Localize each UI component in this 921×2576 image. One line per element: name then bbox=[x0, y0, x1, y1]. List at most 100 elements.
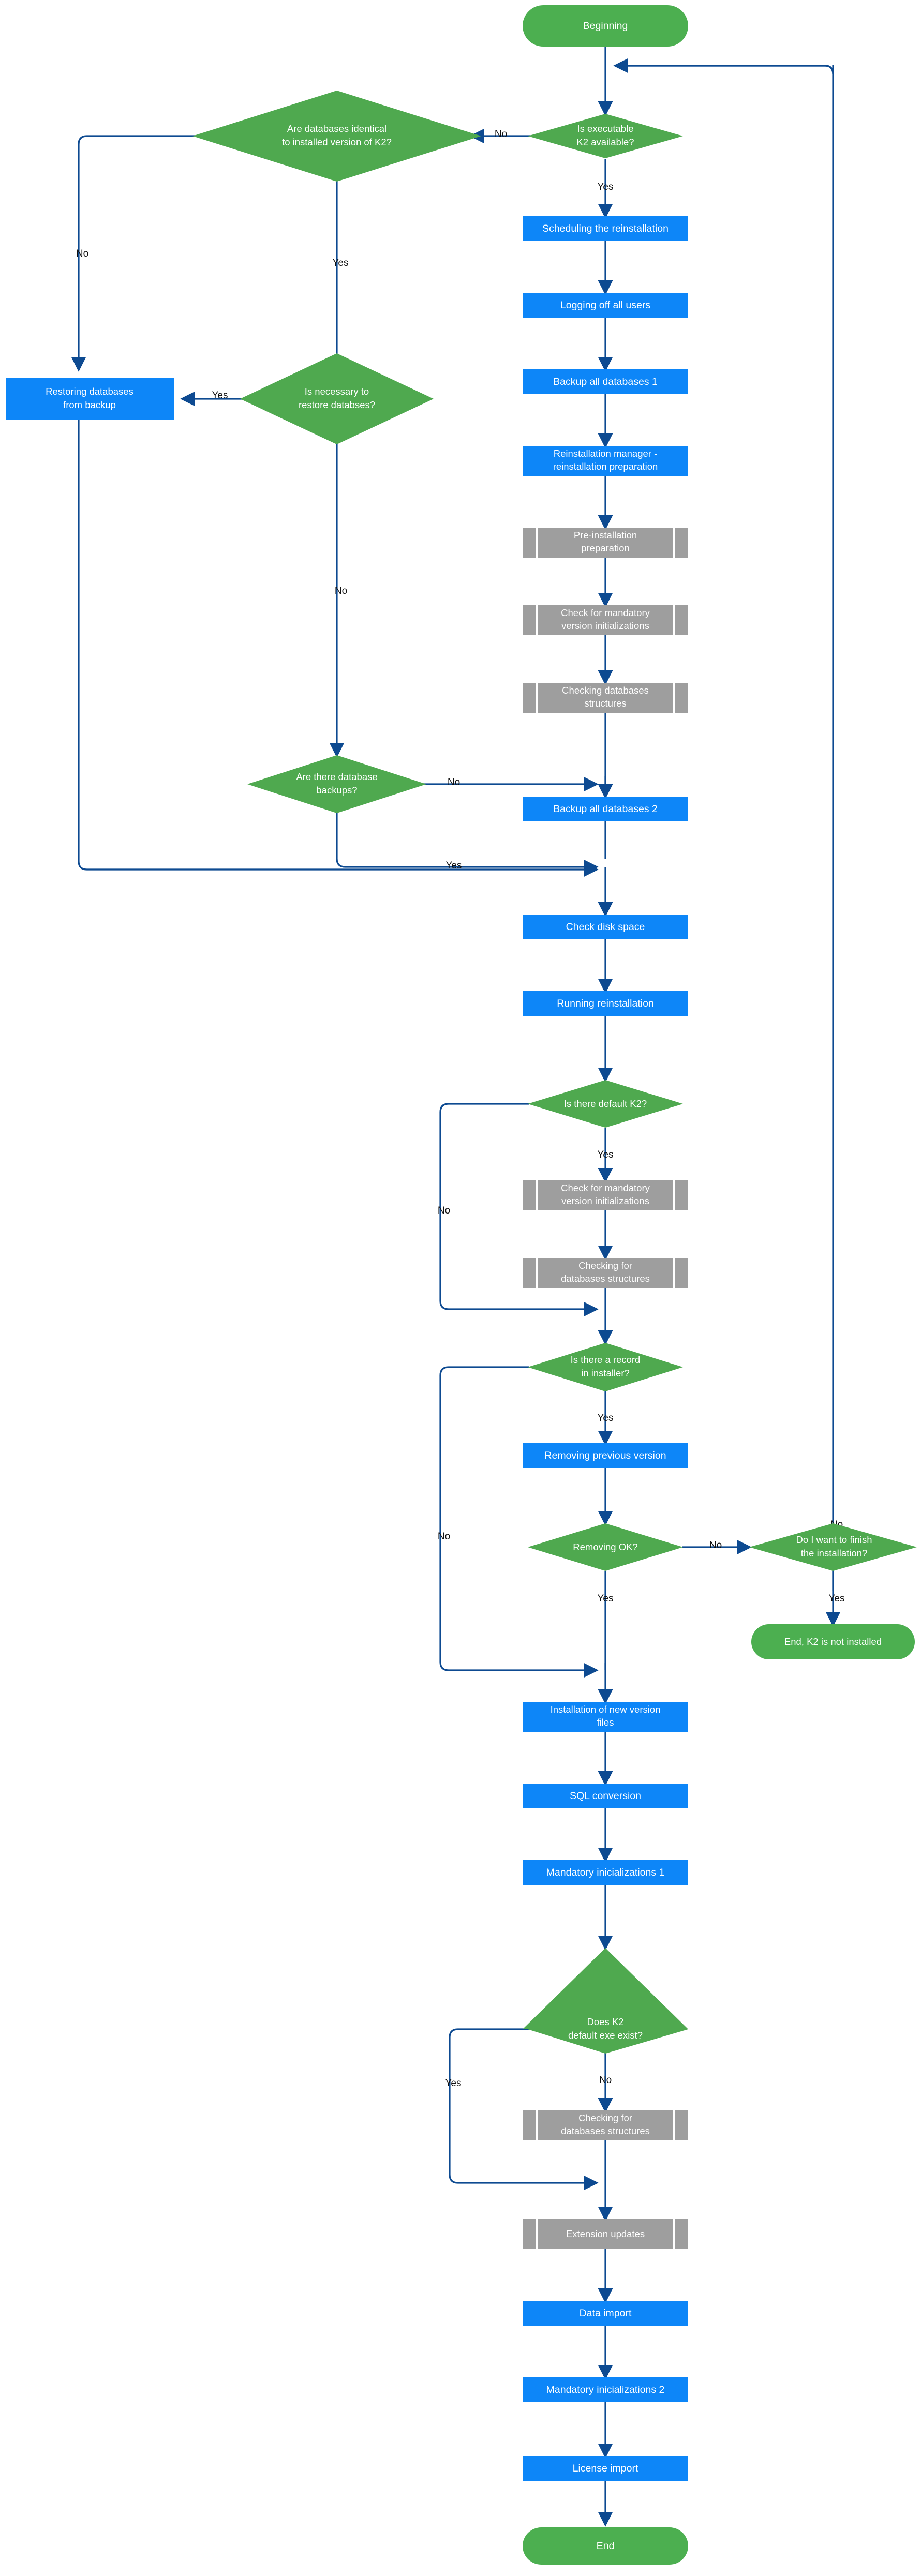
logging-off-label: Logging off all users bbox=[560, 299, 650, 311]
data-import-shape bbox=[523, 2301, 688, 2326]
checking-db-struct-1-label-line1: Checking databases bbox=[562, 685, 649, 696]
checking-db-struct-3-label-line2: databases structures bbox=[561, 2125, 650, 2136]
edge-record-no bbox=[439, 1366, 599, 1678]
edge-label-exe-yes: Yes bbox=[598, 182, 614, 192]
check-mandatory-2-bar-right bbox=[673, 1180, 675, 1210]
node-checking-for-databases-structures-3[interactable]: Checking for databases structures bbox=[523, 2110, 688, 2140]
sql-conversion-label: SQL conversion bbox=[570, 1790, 641, 1802]
running-reinstall-label: Running reinstallation bbox=[557, 998, 654, 1009]
node-are-there-database-backups[interactable]: Are there database backups? bbox=[247, 755, 426, 813]
node-is-executable-k2-available[interactable]: Is executable K2 available? bbox=[528, 114, 683, 158]
extension-updates-bar-right bbox=[673, 2219, 675, 2249]
node-is-necessary-restore-databases[interactable]: Is necessary to restore databses? bbox=[240, 353, 434, 444]
end-label: End bbox=[597, 2540, 615, 2552]
node-checking-databases-structures-1[interactable]: Checking databases structures bbox=[523, 683, 688, 713]
record-in-installer-label-line2: in installer? bbox=[581, 1368, 630, 1379]
node-removing-ok[interactable]: Removing OK? bbox=[528, 1523, 683, 1571]
edge-label-backups-no: No bbox=[448, 777, 460, 788]
node-scheduling-the-reinstallation[interactable]: Scheduling the reinstallation bbox=[523, 216, 688, 241]
data-import-label: Data import bbox=[580, 2308, 632, 2319]
node-mandatory-inicializations-2[interactable]: Mandatory inicializations 2 bbox=[523, 2377, 688, 2402]
edge-label-k2exe-no: No bbox=[599, 2075, 612, 2086]
node-sql-conversion[interactable]: SQL conversion bbox=[523, 1784, 688, 1808]
node-check-mandatory-version-initializations-2[interactable]: Check for mandatory version initializati… bbox=[523, 1180, 688, 1210]
node-pre-installation-preparation[interactable]: Pre-installation preparation bbox=[523, 528, 688, 558]
running-reinstall-shape bbox=[523, 991, 688, 1016]
restoring-from-backup-shape bbox=[6, 378, 174, 420]
node-is-there-default-k2[interactable]: Is there default K2? bbox=[528, 1080, 683, 1128]
node-end-k2-not-installed[interactable]: End, K2 is not installed bbox=[751, 1624, 915, 1659]
install-new-files-label-line2: files bbox=[597, 1717, 614, 1728]
db-identical-label-line2: to installed version of K2? bbox=[282, 137, 392, 147]
db-identical-label-line1: Are databases identical bbox=[287, 123, 387, 134]
edge-label-k2exe-yes: Yes bbox=[445, 2078, 462, 2089]
checking-db-struct-3-bar-right bbox=[673, 2110, 675, 2140]
beginning-label: Beginning bbox=[583, 20, 628, 32]
node-is-there-record-in-installer[interactable]: Is there a record in installer? bbox=[528, 1343, 683, 1391]
check-mandatory-1-bar-left bbox=[536, 605, 538, 635]
node-backup-all-databases-2[interactable]: Backup all databases 2 bbox=[523, 797, 688, 821]
checking-db-struct-2-shape bbox=[523, 1258, 688, 1288]
node-check-disk-space[interactable]: Check disk space bbox=[523, 915, 688, 939]
checking-db-struct-1-label-line2: structures bbox=[584, 698, 626, 709]
checking-db-struct-2-bar-right bbox=[673, 1258, 675, 1288]
node-reinstallation-manager[interactable]: Reinstallation manager - reinstallation … bbox=[523, 446, 688, 476]
node-check-mandatory-version-initializations-1[interactable]: Check for mandatory version initializati… bbox=[523, 605, 688, 635]
extension-updates-bar-left bbox=[536, 2219, 538, 2249]
removing-previous-shape bbox=[523, 1443, 688, 1468]
backup-all-1-shape bbox=[523, 369, 688, 394]
edge-k2exe-yes bbox=[449, 2028, 599, 2191]
check-mandatory-2-label-line2: version initializations bbox=[561, 1195, 649, 1206]
license-import-label: License import bbox=[573, 2463, 638, 2474]
edge-label-finish-yes: Yes bbox=[829, 1593, 845, 1604]
mandatory-init-2-shape bbox=[523, 2377, 688, 2402]
reinstall-manager-label-line2: reinstallation preparation bbox=[553, 461, 658, 472]
node-extension-updates[interactable]: Extension updates bbox=[523, 2219, 688, 2249]
backup-all-1-label: Backup all databases 1 bbox=[553, 376, 658, 387]
node-checking-for-databases-structures-2[interactable]: Checking for databases structures bbox=[523, 1258, 688, 1288]
is-default-k2-shape bbox=[528, 1080, 683, 1128]
node-are-databases-identical[interactable]: Are databases identical to installed ver… bbox=[192, 91, 481, 182]
node-running-reinstallation[interactable]: Running reinstallation bbox=[523, 991, 688, 1016]
edge-labels-layer: No Yes No Yes Yes No No Yes No Yes No Ye… bbox=[76, 129, 845, 2089]
node-logging-off-all-users[interactable]: Logging off all users bbox=[523, 293, 688, 318]
restoring-from-backup-label-line1: Restoring databases bbox=[46, 386, 133, 397]
check-disk-space-label: Check disk space bbox=[566, 921, 645, 933]
checking-db-struct-1-shape bbox=[523, 683, 688, 713]
restoring-from-backup-label-line2: from backup bbox=[63, 399, 116, 410]
node-installation-of-new-version-files[interactable]: Installation of new version files bbox=[523, 1702, 688, 1732]
db-identical-shape bbox=[192, 91, 481, 182]
node-data-import[interactable]: Data import bbox=[523, 2301, 688, 2326]
node-mandatory-inicializations-1[interactable]: Mandatory inicializations 1 bbox=[523, 1860, 688, 1885]
edge-dbidentical-no bbox=[71, 135, 256, 372]
edge-label-dbidentical-yes: Yes bbox=[333, 258, 349, 268]
edge-label-removingok-yes: Yes bbox=[598, 1593, 614, 1604]
node-backup-all-databases-1[interactable]: Backup all databases 1 bbox=[523, 369, 688, 394]
node-removing-previous-version[interactable]: Removing previous version bbox=[523, 1443, 688, 1468]
edge-label-dbidentical-no: No bbox=[76, 248, 88, 259]
pre-install-prep-label-line1: Pre-installation bbox=[574, 530, 637, 541]
removing-previous-label: Removing previous version bbox=[544, 1450, 666, 1461]
edge-restoring-to-main bbox=[78, 420, 599, 877]
node-beginning[interactable]: Beginning bbox=[523, 5, 688, 47]
node-do-i-want-to-finish-installation[interactable]: Do I want to finish the installation? bbox=[749, 1523, 917, 1571]
backup-all-2-shape bbox=[523, 797, 688, 821]
edge-defaultk2-no bbox=[439, 1103, 599, 1317]
reinstall-manager-shape bbox=[523, 446, 688, 476]
scheduling-shape bbox=[523, 216, 688, 241]
edge-label-defaultk2-yes: Yes bbox=[598, 1149, 614, 1160]
node-does-k2-default-exe-exist[interactable]: Does K2 default exe exist? bbox=[523, 1948, 688, 2054]
node-license-import[interactable]: License import bbox=[523, 2456, 688, 2481]
edge-label-backups-yes: Yes bbox=[446, 860, 462, 871]
record-in-installer-shape bbox=[528, 1343, 683, 1391]
logging-off-shape bbox=[523, 293, 688, 318]
checking-db-struct-2-bar-left bbox=[536, 1258, 538, 1288]
end-not-installed-label: End, K2 is not installed bbox=[784, 1636, 882, 1647]
check-mandatory-1-bar-right bbox=[673, 605, 675, 635]
checking-db-struct-1-bar-right bbox=[673, 683, 675, 713]
node-end[interactable]: End bbox=[523, 2527, 688, 2565]
edge-label-restore-no: No bbox=[335, 586, 347, 596]
mandatory-init-1-shape bbox=[523, 1860, 688, 1885]
node-restoring-databases-from-backup[interactable]: Restoring databases from backup bbox=[6, 378, 174, 420]
